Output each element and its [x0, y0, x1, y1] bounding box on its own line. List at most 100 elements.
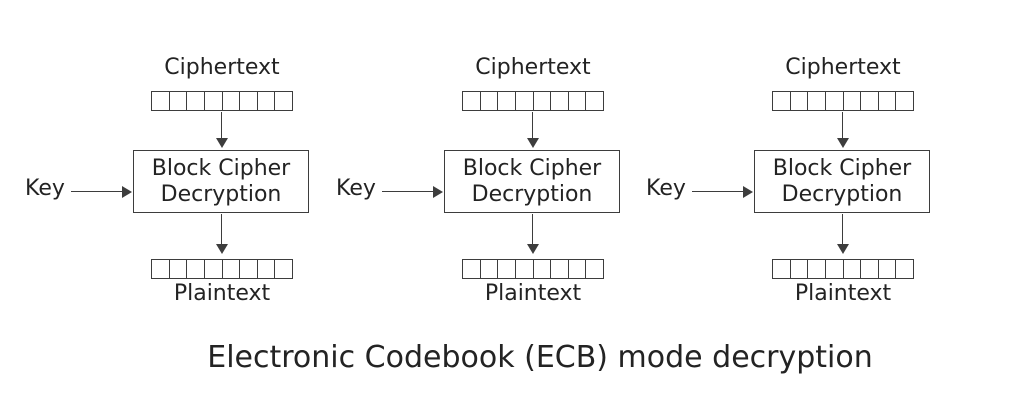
register-cell: [585, 259, 604, 279]
register-cell: [514, 259, 534, 279]
register-cell: [151, 259, 170, 279]
register-cell: [203, 91, 223, 111]
ciphertext-label: Ciphertext: [164, 55, 280, 80]
block-label-line2: Decryption: [781, 181, 903, 207]
register-cell: [877, 259, 897, 279]
register-cell: [239, 91, 258, 111]
ecb-unit-2: Ciphertext Block Cipher Decryption Key P…: [336, 55, 646, 317]
register-cell: [789, 259, 809, 279]
arrow-down-icon: [527, 112, 539, 148]
register-cell: [497, 259, 516, 279]
arrow-head: [216, 138, 228, 148]
arrow-head: [837, 244, 849, 254]
register-cell: [256, 259, 276, 279]
arrow-head: [433, 186, 443, 198]
arrow-down-icon: [837, 214, 849, 254]
key-label: Key: [336, 176, 376, 201]
ciphertext-register: [772, 91, 914, 111]
arrow-down-icon: [837, 112, 849, 148]
arrow-head: [837, 138, 849, 148]
register-cell: [221, 259, 241, 279]
plaintext-register: [462, 259, 604, 279]
register-cell: [239, 259, 258, 279]
register-cell: [860, 91, 879, 111]
register-cell: [824, 259, 844, 279]
arrow-shaft: [842, 214, 843, 245]
arrow-head: [122, 186, 132, 198]
register-cell: [479, 91, 499, 111]
arrow-down-icon: [216, 214, 228, 254]
register-cell: [186, 259, 205, 279]
register-cell: [479, 259, 499, 279]
plaintext-register: [151, 259, 293, 279]
register-cell: [514, 91, 534, 111]
key-label: Key: [25, 176, 65, 201]
arrow-down-icon: [216, 112, 228, 148]
register-cell: [497, 91, 516, 111]
register-cell: [567, 91, 587, 111]
ciphertext-label: Ciphertext: [785, 55, 901, 80]
register-cell: [772, 259, 791, 279]
register-cell: [186, 91, 205, 111]
key-arrow-icon: [692, 186, 753, 198]
register-cell: [807, 259, 826, 279]
register-cell: [895, 91, 914, 111]
block-cipher-decryption-box: Block Cipher Decryption: [444, 150, 620, 213]
ecb-unit-1: Ciphertext Block Cipher Decryption Key P…: [25, 55, 335, 317]
ciphertext-register: [462, 91, 604, 111]
register-cell: [550, 259, 569, 279]
key-label: Key: [646, 176, 686, 201]
register-cell: [168, 91, 188, 111]
register-cell: [585, 91, 604, 111]
register-cell: [462, 259, 481, 279]
register-cell: [860, 259, 879, 279]
arrow-shaft: [692, 191, 744, 192]
arrow-shaft: [532, 112, 533, 139]
block-cipher-decryption-box: Block Cipher Decryption: [754, 150, 930, 213]
register-cell: [772, 91, 791, 111]
register-cell: [842, 259, 862, 279]
arrow-down-icon: [527, 214, 539, 254]
register-cell: [221, 91, 241, 111]
ecb-unit-3: Ciphertext Block Cipher Decryption Key P…: [646, 55, 956, 317]
plaintext-label: Plaintext: [794, 281, 892, 306]
register-cell: [807, 91, 826, 111]
key-arrow-icon: [382, 186, 443, 198]
plaintext-register: [772, 259, 914, 279]
arrow-head: [527, 138, 539, 148]
register-cell: [824, 91, 844, 111]
register-cell: [877, 91, 897, 111]
block-label-line1: Block Cipher: [462, 155, 602, 181]
block-label-line2: Decryption: [160, 181, 282, 207]
register-cell: [462, 91, 481, 111]
arrow-shaft: [382, 191, 434, 192]
register-cell: [168, 259, 188, 279]
register-cell: [256, 91, 276, 111]
arrow-head: [743, 186, 753, 198]
register-cell: [274, 91, 293, 111]
arrow-shaft: [532, 214, 533, 245]
ciphertext-register: [151, 91, 293, 111]
diagram-caption: Electronic Codebook (ECB) mode decryptio…: [207, 340, 873, 375]
block-cipher-decryption-box: Block Cipher Decryption: [133, 150, 309, 213]
arrow-shaft: [71, 191, 123, 192]
key-arrow-icon: [71, 186, 132, 198]
register-cell: [567, 259, 587, 279]
register-cell: [274, 259, 293, 279]
register-cell: [203, 259, 223, 279]
register-cell: [151, 91, 170, 111]
arrow-head: [527, 244, 539, 254]
register-cell: [895, 259, 914, 279]
register-cell: [842, 91, 862, 111]
arrow-head: [216, 244, 228, 254]
register-cell: [532, 91, 552, 111]
plaintext-label: Plaintext: [173, 281, 271, 306]
block-label-line2: Decryption: [471, 181, 593, 207]
block-label-line1: Block Cipher: [151, 155, 291, 181]
arrow-shaft: [221, 214, 222, 245]
register-cell: [532, 259, 552, 279]
plaintext-label: Plaintext: [484, 281, 582, 306]
block-label-line1: Block Cipher: [772, 155, 912, 181]
ciphertext-label: Ciphertext: [475, 55, 591, 80]
